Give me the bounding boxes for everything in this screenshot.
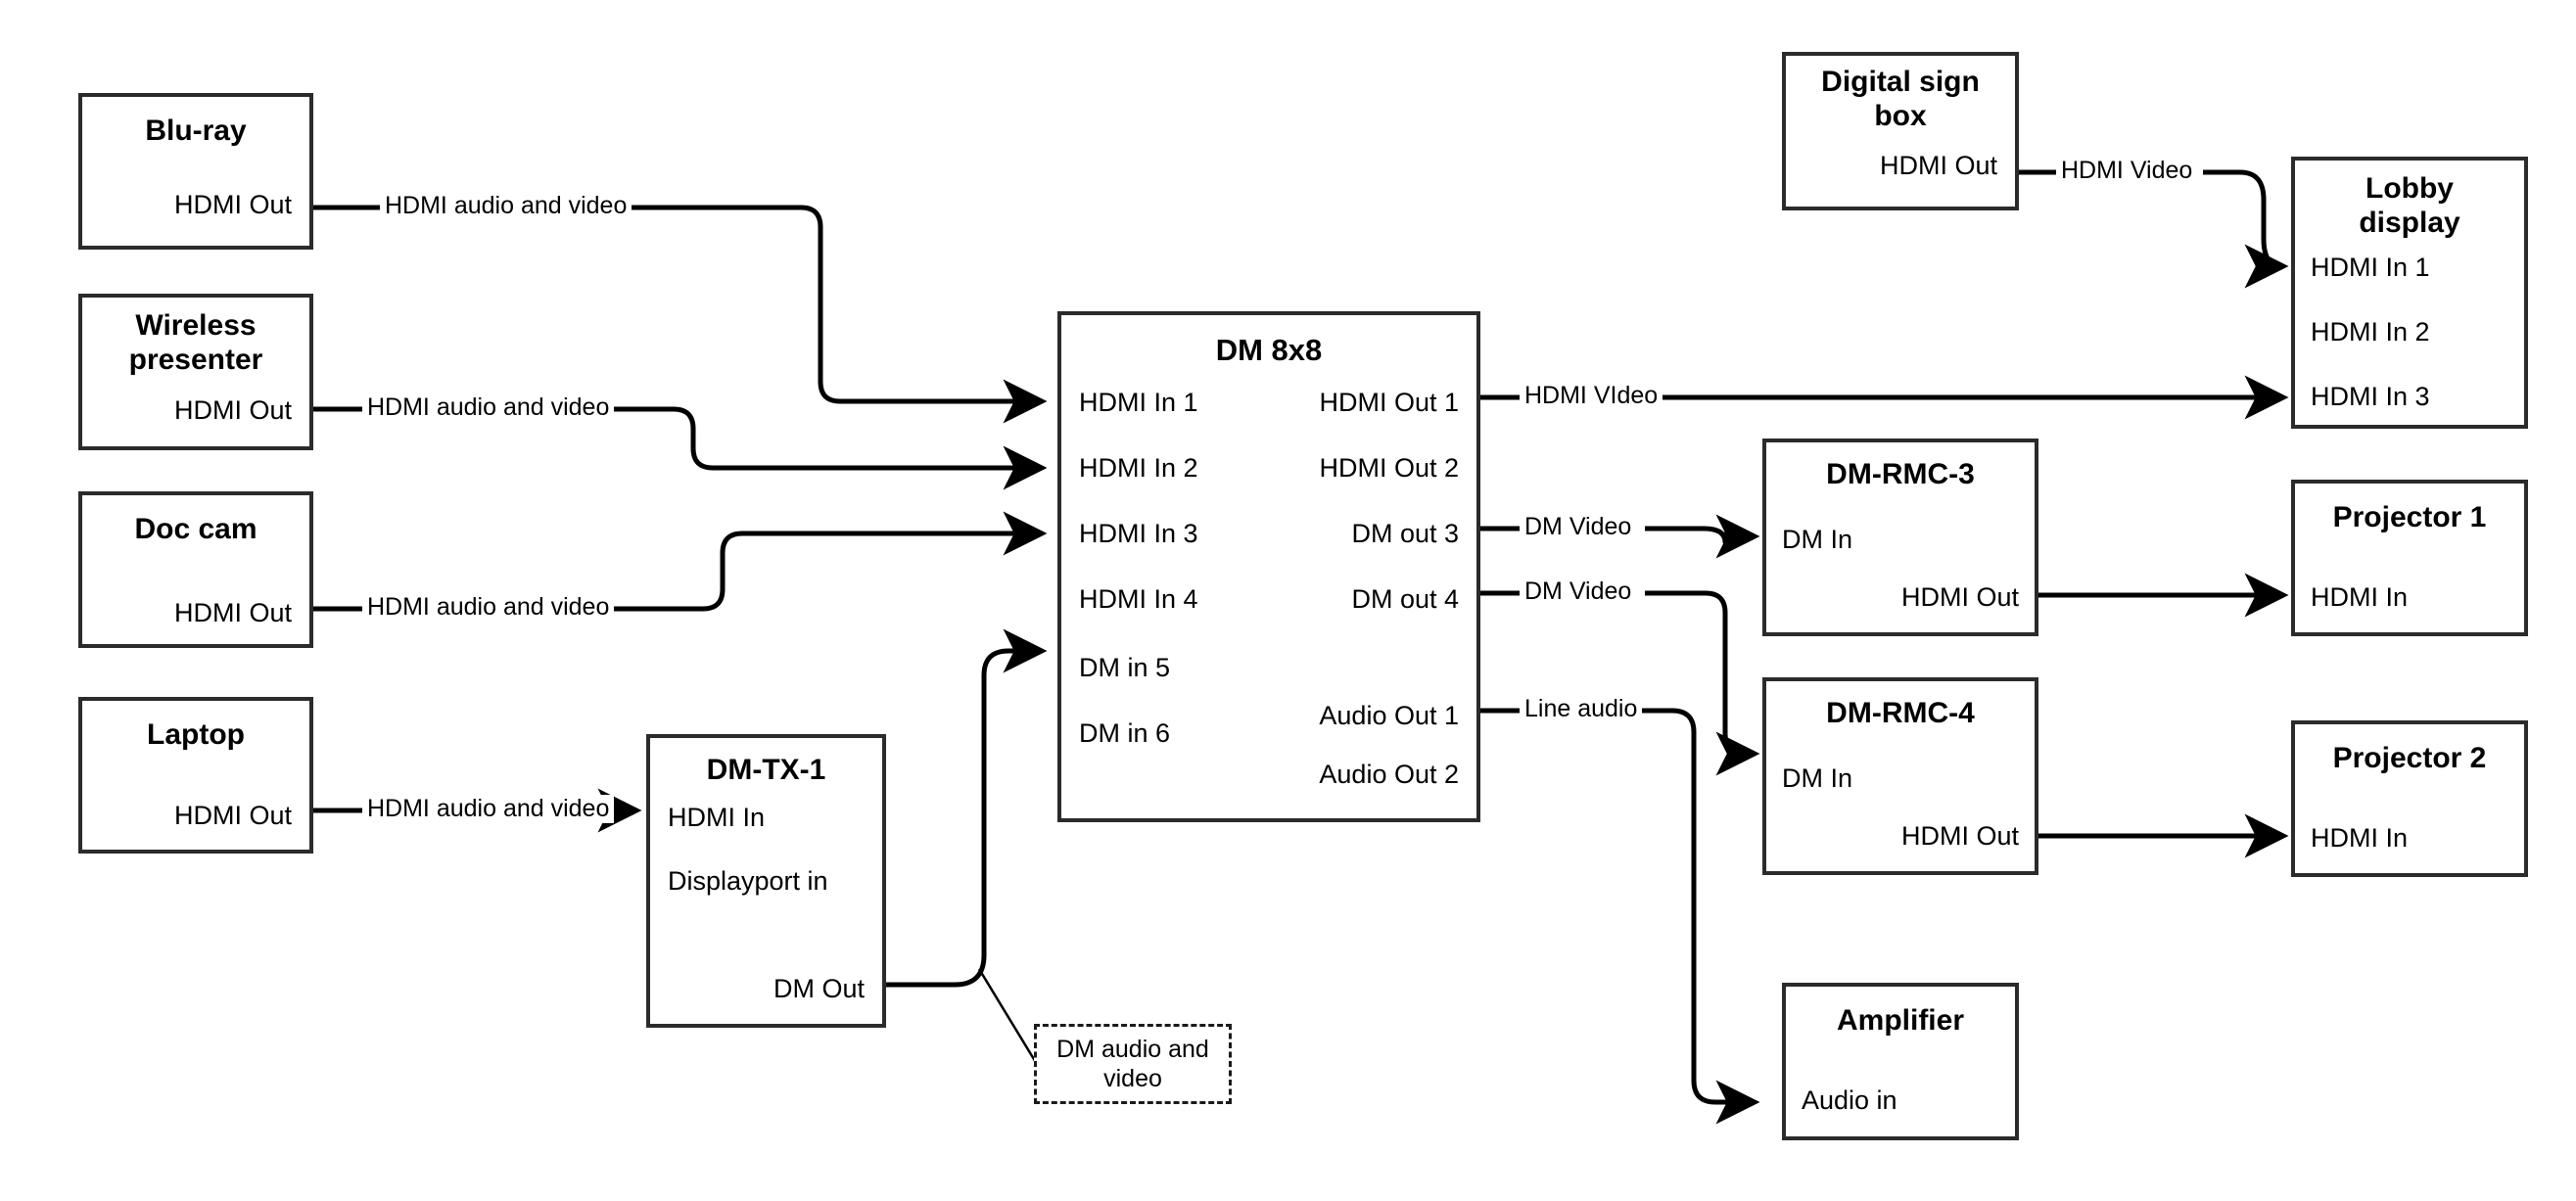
node-dm-rmc-3-port-hdmi-out: HDMI Out (1900, 582, 2019, 612)
node-doc-cam-title: Doc cam (134, 513, 258, 545)
node-digital-sign-box-title: Digital sign box (1821, 66, 1980, 132)
node-bluray[interactable]: Blu-ray HDMI Out (78, 93, 313, 250)
node-dm-tx-1-port-dm-out: DM Out (773, 974, 865, 1003)
node-dm-rmc-4-title: DM-RMC-4 (1826, 697, 1975, 729)
node-amplifier-title: Amplifier (1836, 1004, 1965, 1037)
edge-label-dm-out3: DM Video (1520, 513, 1637, 541)
node-dm-rmc-4[interactable]: DM-RMC-4 DM In HDMI Out (1762, 677, 2038, 875)
node-dm-8x8-input-hdmi-in-4: HDMI In 4 (1079, 584, 1198, 614)
edge-dmtx1-to-dm-in5 (886, 628, 1048, 988)
edge-dm-audio1-to-amplifier (1480, 708, 1753, 1102)
edge-label-wireless: HDMI audio and video (362, 393, 615, 422)
node-dm-rmc-3-title: DM-RMC-3 (1826, 458, 1975, 490)
callout-dm-audio-and-video: DM audio and video (1034, 1024, 1232, 1104)
node-dm-tx-1[interactable]: DM-TX-1 HDMI In Displayport in DM Out (646, 734, 886, 1028)
node-projector-1-port-hdmi-in: HDMI In (2311, 582, 2409, 612)
node-dm-8x8-output-hdmi-out-1: HDMI Out 1 (1319, 388, 1459, 417)
node-dm-8x8-output-audio-out-1: Audio Out 1 (1319, 701, 1459, 730)
node-projector-1[interactable]: Projector 1 HDMI In (2291, 480, 2528, 636)
node-dm-8x8-title: DM 8x8 (1215, 333, 1323, 367)
node-dm-8x8-output-dm-out-3: DM out 3 (1351, 519, 1459, 548)
node-wireless-presenter[interactable]: Wireless presenter HDMI Out (78, 294, 313, 450)
node-amplifier[interactable]: Amplifier Audio in (1782, 983, 2019, 1140)
node-dm-8x8-input-dm-in-5: DM in 5 (1079, 653, 1171, 682)
edge-wireless-to-dm-in2 (313, 406, 1040, 468)
node-wireless-presenter-title: Wireless presenter (128, 309, 263, 376)
node-amplifier-port-audio-in: Audio in (1802, 1086, 1897, 1115)
node-lobby-display-port-hdmi-in-1: HDMI In 1 (2311, 253, 2430, 282)
node-dm-rmc-4-port-hdmi-out: HDMI Out (1900, 821, 2019, 851)
node-dm-8x8-input-hdmi-in-2: HDMI In 2 (1079, 453, 1198, 483)
node-bluray-port-hdmi-out: HDMI Out (173, 190, 292, 219)
node-bluray-title: Blu-ray (145, 115, 247, 147)
node-laptop[interactable]: Laptop HDMI Out (78, 697, 313, 854)
edge-label-doccam: HDMI audio and video (362, 593, 615, 622)
node-dm-8x8-output-dm-out-4: DM out 4 (1351, 584, 1459, 614)
node-dm-8x8-input-dm-in-6: DM in 6 (1079, 718, 1171, 748)
node-dm-8x8-output-hdmi-out-2: HDMI Out 2 (1319, 453, 1459, 483)
node-projector-1-title: Projector 1 (2332, 501, 2487, 533)
edge-label-hdmi-out1: HDMI VIdeo (1520, 382, 1663, 410)
node-digital-sign-box[interactable]: Digital sign box HDMI Out (1782, 52, 2019, 210)
node-dm-rmc-4-port-dm-in: DM In (1782, 763, 1853, 793)
node-dm-8x8-input-hdmi-in-1: HDMI In 1 (1079, 388, 1198, 417)
node-lobby-display-title: Lobby display (2359, 172, 2460, 239)
node-lobby-display-port-hdmi-in-2: HDMI In 2 (2311, 317, 2430, 346)
edge-signbox-to-lobby-in1 (2019, 169, 2281, 266)
edge-label-dm-out4: DM Video (1520, 577, 1637, 606)
edge-label-bluray: HDMI audio and video (380, 192, 632, 220)
node-projector-2-port-hdmi-in: HDMI In (2311, 823, 2409, 853)
edge-label-signbox: HDMI Video (2056, 157, 2198, 185)
node-wireless-presenter-port-hdmi-out: HDMI Out (173, 395, 292, 425)
edge-label-laptop: HDMI audio and video (362, 795, 615, 823)
node-laptop-port-hdmi-out: HDMI Out (173, 801, 292, 830)
node-dm-8x8[interactable]: DM 8x8 HDMI In 1 HDMI In 2 HDMI In 3 HDM… (1057, 311, 1480, 822)
node-dm-8x8-input-hdmi-in-3: HDMI In 3 (1079, 519, 1198, 548)
node-laptop-title: Laptop (147, 718, 245, 751)
node-digital-sign-box-port-hdmi-out: HDMI Out (1879, 151, 1997, 180)
edge-dm-out4-to-rmc4 (1480, 590, 1753, 754)
node-dm-rmc-3[interactable]: DM-RMC-3 DM In HDMI Out (1762, 439, 2038, 636)
node-dm-tx-1-title: DM-TX-1 (706, 754, 826, 786)
node-doc-cam[interactable]: Doc cam HDMI Out (78, 491, 313, 648)
node-dm-tx-1-port-displayport-in: Displayport in (668, 866, 828, 896)
edge-label-audio-out1: Line audio (1520, 695, 1643, 723)
edge-bluray-to-dm-in1 (313, 205, 1040, 401)
node-projector-2[interactable]: Projector 2 HDMI In (2291, 720, 2528, 877)
node-projector-2-title: Projector 2 (2332, 742, 2487, 774)
node-lobby-display[interactable]: Lobby display HDMI In 1 HDMI In 2 HDMI I… (2291, 157, 2528, 429)
edge-dm-out3-to-rmc3 (1480, 529, 1753, 542)
node-doc-cam-port-hdmi-out: HDMI Out (173, 598, 292, 627)
callout-leader-line (977, 968, 1042, 1070)
node-dm-tx-1-port-hdmi-in: HDMI In (668, 803, 766, 832)
node-dm-rmc-3-port-dm-in: DM In (1782, 525, 1853, 554)
edge-doccam-to-dm-in3 (313, 533, 1040, 612)
node-dm-8x8-output-audio-out-2: Audio Out 2 (1319, 760, 1459, 789)
node-lobby-display-port-hdmi-in-3: HDMI In 3 (2311, 382, 2430, 411)
